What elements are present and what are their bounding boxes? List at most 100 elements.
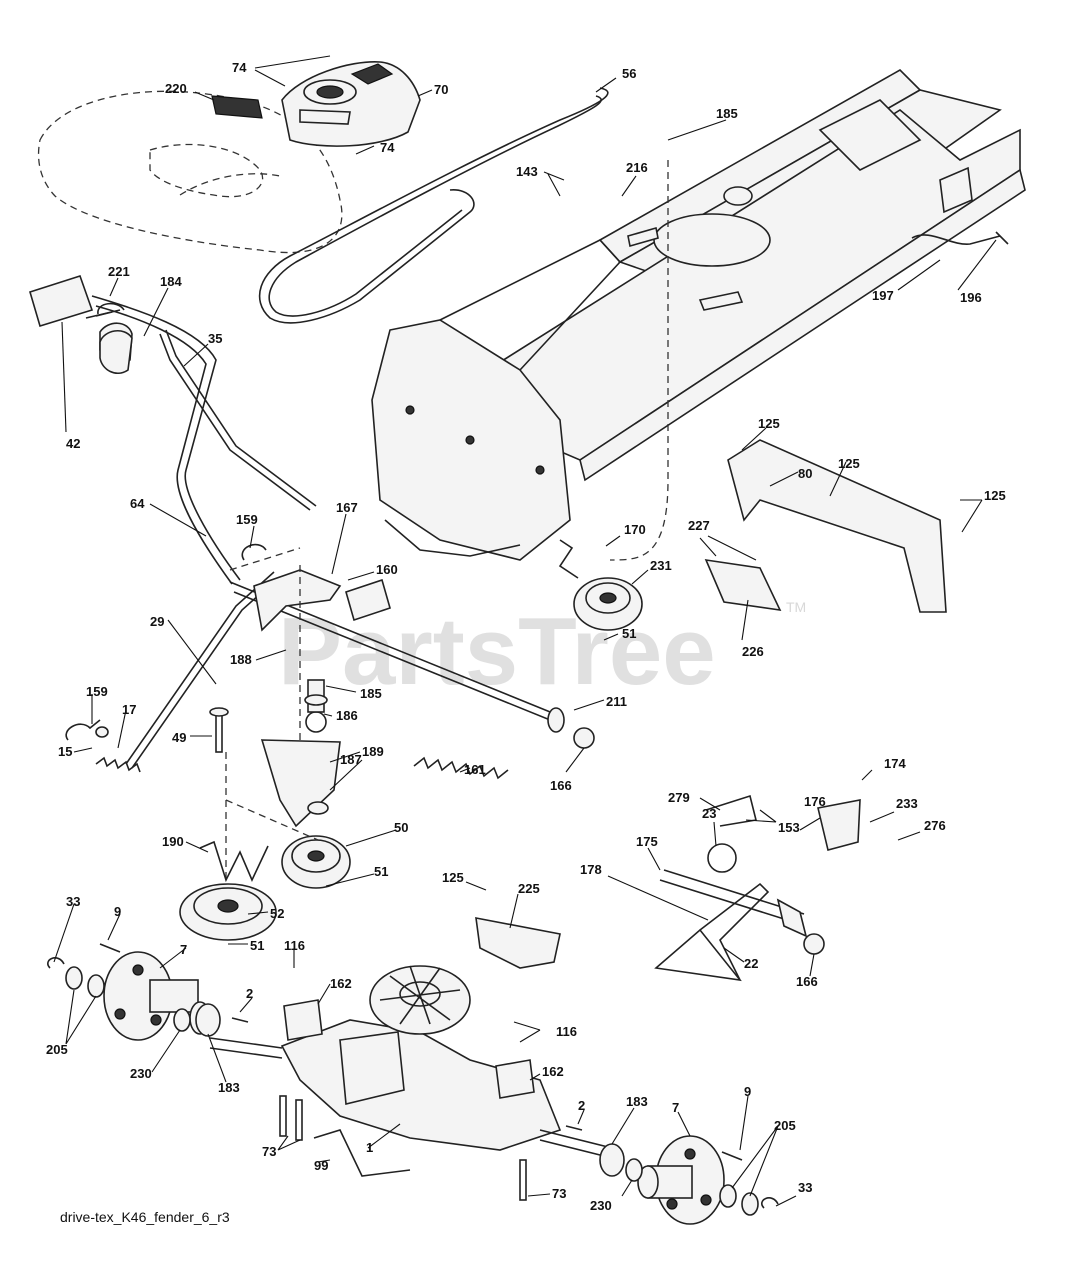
seat-outline [37,90,343,254]
callout-label: 2 [246,986,253,1001]
callout-label: 56 [622,66,636,81]
callout-label: 15 [58,744,72,759]
callout-label: 80 [798,466,812,481]
callout-label: 225 [518,881,540,896]
callout-label: 70 [434,82,448,97]
pulley-52 [179,883,277,941]
callout-label: 227 [688,518,710,533]
callout-label: 279 [668,790,690,805]
callout-label: 231 [650,558,672,573]
callout-label: 167 [336,500,358,515]
callout-leaders [53,55,997,1207]
callout-label: 183 [218,1080,240,1095]
hitch-bolt [995,231,1009,245]
callout-label: 170 [624,522,646,537]
plate-225 [475,917,561,969]
callout-label: 9 [744,1084,751,1099]
callout-label: 74 [232,60,247,75]
callout-label: 125 [758,416,780,431]
wheel-hub-right [637,1135,725,1225]
callout-label: 185 [716,106,738,121]
callout-label: 186 [336,708,358,723]
callout-label: 185 [360,686,382,701]
mounting-bracket [704,439,947,613]
pulley-231 [573,577,643,631]
callout-label: 178 [580,862,602,877]
callout-label: 187 [340,752,362,767]
callout-label: 230 [130,1066,152,1081]
callout-label: 64 [130,496,145,511]
callout-label: 7 [180,942,187,957]
callout-label: 42 [66,436,80,451]
watermark-trademark: TM [786,599,806,615]
callout-label: 221 [108,264,130,279]
drawing-caption: drive-tex_K46_fender_6_r3 [60,1209,230,1225]
callout-label: 51 [250,938,264,953]
wheel-hub-left [103,951,211,1041]
callout-label: 175 [636,834,658,849]
callout-label: 159 [86,684,108,699]
callout-label: 22 [744,956,758,971]
callout-label: 197 [872,288,894,303]
hitch-rod [911,234,1001,245]
callout-label: 188 [230,652,252,667]
callout-label: 162 [330,976,352,991]
callout-label: 166 [796,974,818,989]
callout-label: 125 [984,488,1006,503]
shift-linkage [654,794,861,982]
callout-label: 205 [46,1042,68,1057]
callout-label: 74 [380,140,395,155]
callout-label: 174 [884,756,906,771]
callout-label: 211 [606,694,627,709]
callout-label: 35 [208,331,222,346]
callout-label: 161 [464,762,486,777]
callout-label: 17 [122,702,136,717]
callout-label: 176 [804,794,826,809]
callout-label: 23 [702,806,716,821]
callout-label: 49 [172,730,186,745]
callout-label: 189 [362,744,384,759]
washers-and-spacers [47,943,779,1216]
callout-label: 50 [394,820,408,835]
callout-label: 73 [552,1186,566,1201]
tractor-frame [371,69,1026,561]
callout-label: 125 [838,456,860,471]
callout-label: 160 [376,562,398,577]
spring-161 [413,756,509,780]
callout-label: 276 [924,818,946,833]
callout-label: 51 [622,626,636,641]
callout-label: 51 [374,864,388,879]
callout-label: 29 [150,614,164,629]
callout-label: 159 [236,512,258,527]
callout-label: 33 [66,894,80,909]
alignment-lines [225,160,669,880]
callout-label: 2 [578,1098,585,1113]
callout-label: 216 [626,160,648,175]
callout-label: 166 [550,778,572,793]
callout-label: 230 [590,1198,612,1213]
watermark-text: PartsTree [278,598,716,705]
decal-220 [211,95,263,119]
callout-label: 220 [165,81,187,96]
callout-label: 196 [960,290,982,305]
callout-label: 205 [774,1118,796,1133]
callout-label: 9 [114,904,121,919]
drive-belt [258,87,609,324]
callout-label: 233 [896,796,918,811]
fender-console [281,61,421,147]
callout-label: 226 [742,644,764,659]
callout-label: 143 [516,164,538,179]
callout-label: 162 [542,1064,564,1079]
small-hardware [65,302,825,955]
callout-label: 183 [626,1094,648,1109]
callout-label: 33 [798,1180,812,1195]
transaxle-assembly [209,965,621,1201]
callout-label: 99 [314,1158,328,1173]
callout-label: 73 [262,1144,276,1159]
callout-label: 7 [672,1100,679,1115]
callout-label: 52 [270,906,284,921]
callout-label: 190 [162,834,184,849]
